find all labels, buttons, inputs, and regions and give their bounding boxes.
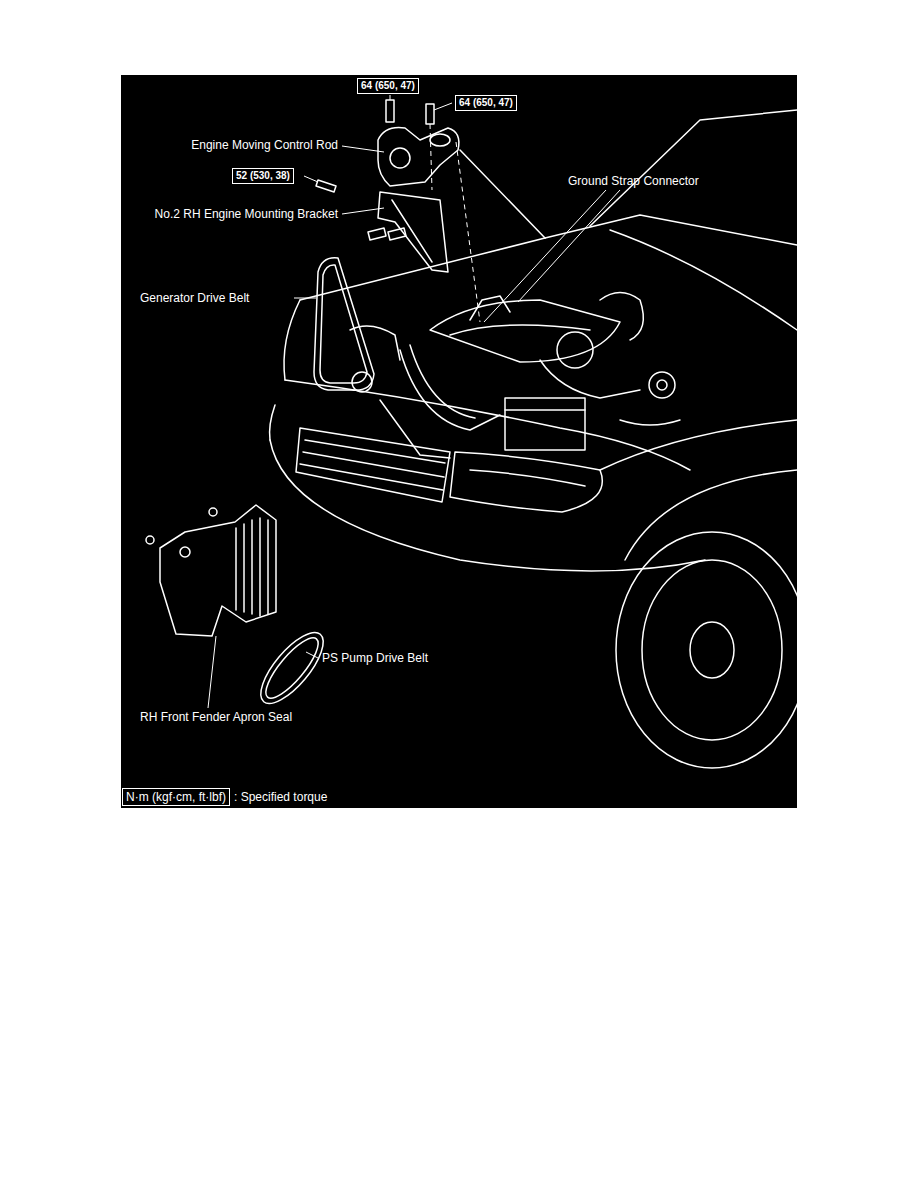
leader-lines bbox=[208, 95, 620, 708]
part-label: Engine Moving Control Rod bbox=[191, 138, 338, 152]
torque-box: 64 (650, 47) bbox=[357, 78, 419, 94]
torque-value: N·m (kgf·cm, ft·lbf) bbox=[126, 790, 226, 804]
torque-value: 52 (530, 38) bbox=[236, 170, 290, 182]
torque-legend-box: N·m (kgf·cm, ft·lbf) bbox=[122, 788, 230, 806]
part-label: Generator Drive Belt bbox=[140, 291, 249, 305]
torque-value: 64 (650, 47) bbox=[459, 97, 513, 109]
legend-text: : Specified torque bbox=[234, 790, 327, 804]
torque-box: 52 (530, 38) bbox=[232, 168, 294, 184]
car-drawing bbox=[146, 100, 808, 768]
part-label: Ground Strap Connector bbox=[568, 174, 699, 188]
torque-value: 64 (650, 47) bbox=[361, 80, 415, 92]
part-label: PS Pump Drive Belt bbox=[322, 651, 428, 665]
panel-ground bbox=[121, 75, 797, 808]
part-label: RH Front Fender Apron Seal bbox=[140, 710, 292, 724]
part-label: No.2 RH Engine Mounting Bracket bbox=[155, 207, 338, 221]
torque-box: 64 (650, 47) bbox=[455, 95, 517, 111]
